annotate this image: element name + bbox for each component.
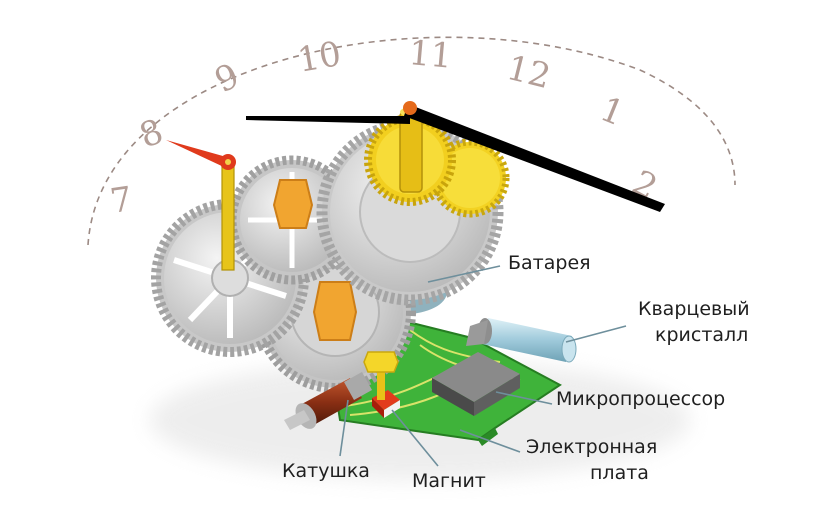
pointer-lines: [339, 265, 627, 467]
dial-number-10: 10: [295, 34, 345, 81]
label-quartz-line2: кристалл: [655, 324, 749, 346]
pointer-battery: [427, 265, 501, 283]
dial-number-7: 7: [108, 179, 135, 222]
dial-number-8: 8: [134, 111, 168, 156]
dial-number-11: 11: [407, 33, 454, 77]
dial-number-1: 1: [595, 89, 630, 134]
pointer-quartz: [565, 325, 627, 343]
label-quartz-line1: Кварцевый: [638, 298, 750, 320]
label-board-line2: плата: [590, 462, 649, 484]
label-magnet: Магнит: [412, 470, 486, 492]
label-coil: Катушка: [282, 460, 370, 482]
label-board-line1: Электронная: [526, 436, 658, 458]
second-hand: [166, 140, 236, 271]
small-yellow-gear: [363, 351, 399, 400]
dial-number-12: 12: [503, 48, 555, 97]
label-microprocessor: Микропроцессор: [556, 388, 726, 410]
pointer-board: [459, 429, 521, 453]
clock-hands: [246, 101, 665, 212]
pointer-magnet: [391, 409, 439, 467]
quartz-crystal: [466, 318, 577, 363]
coil: [284, 372, 372, 430]
label-battery: Батарея: [508, 252, 591, 274]
microprocessor-chip: [432, 352, 520, 416]
pointer-microprocessor: [495, 391, 553, 405]
pointer-coil: [339, 399, 349, 457]
dial-number-9: 9: [209, 56, 246, 101]
gear-cluster-yellow: [364, 107, 510, 218]
dial-arc: [87, 36, 736, 246]
